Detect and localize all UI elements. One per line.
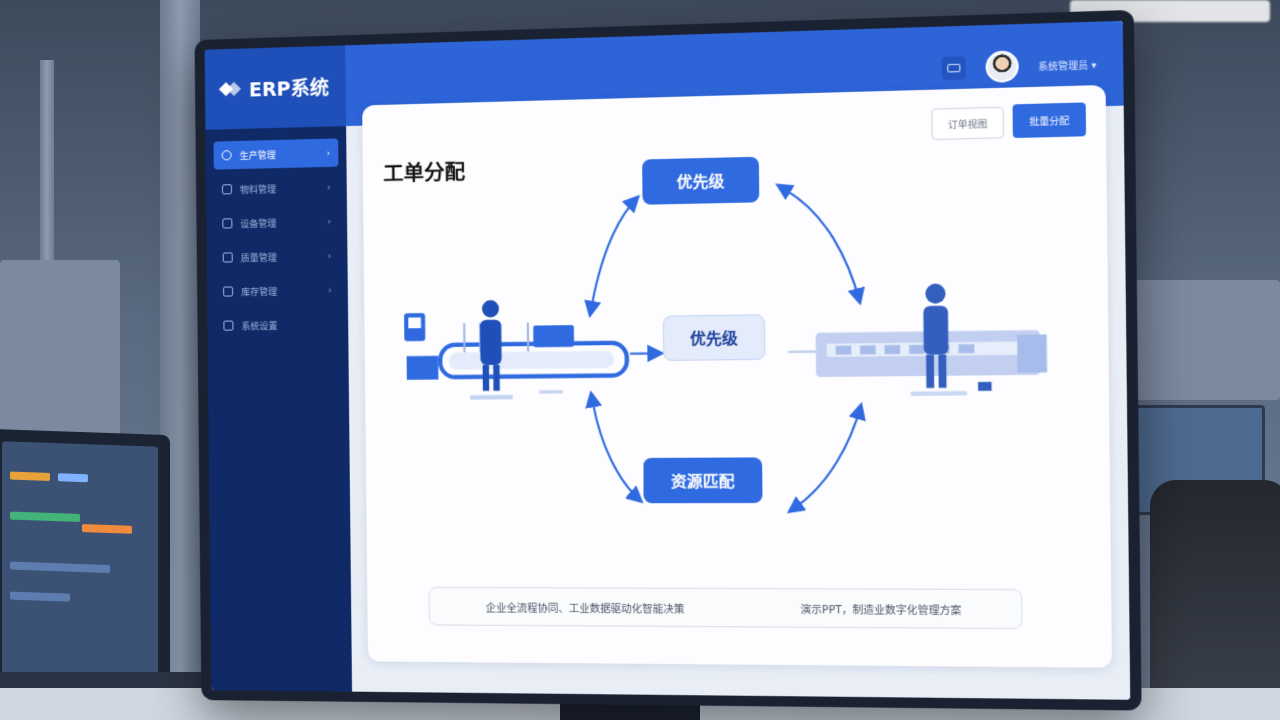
footer-right-text: 演示PPT，制造业数字化管理方案 xyxy=(800,604,962,617)
sidebar-item-label: 物料管理 xyxy=(239,184,277,196)
node-priority-center[interactable]: 优先级 xyxy=(662,314,766,361)
left-conveyor-machine xyxy=(404,300,627,400)
app-title: ERP系统 xyxy=(248,76,330,102)
grid-icon xyxy=(223,286,234,297)
logo-icon xyxy=(218,78,243,101)
refresh-icon xyxy=(221,150,232,161)
monitor: ERP系统 生产管理 › 物料管理 › 设备管理 › xyxy=(195,10,1142,711)
settings-icon xyxy=(223,320,234,331)
chevron-right-icon: › xyxy=(327,216,331,226)
chevron-right-icon: › xyxy=(326,148,331,158)
sidebar-item-label: 库存管理 xyxy=(241,287,278,298)
message-icon xyxy=(946,63,961,73)
box-icon xyxy=(221,184,233,195)
arrow-top-left xyxy=(591,198,638,305)
erp-screen: ERP系统 生产管理 › 物料管理 › 设备管理 › xyxy=(205,21,1131,700)
laptop xyxy=(0,428,170,696)
sidebar-nav: 生产管理 › 物料管理 › 设备管理 › 质量管理 › xyxy=(205,126,348,352)
username[interactable]: 系统管理员 ▾ xyxy=(1038,60,1097,73)
content-card: 工单分配 订单视图 批量分配 xyxy=(362,85,1112,668)
chevron-right-icon: › xyxy=(327,251,332,261)
arrow-top-right xyxy=(786,189,859,303)
arrow-bottom-left xyxy=(593,403,640,501)
lock-icon xyxy=(222,218,233,229)
document-icon xyxy=(222,252,233,263)
sidebar-item-label: 质量管理 xyxy=(240,253,277,264)
right-conveyor-machine xyxy=(815,283,1048,396)
sidebar-item-settings[interactable]: 系统设置 xyxy=(215,310,340,340)
arrow-bottom-right xyxy=(797,406,862,505)
sidebar-item-production[interactable]: 生产管理 › xyxy=(213,138,339,170)
chevron-right-icon: › xyxy=(327,182,331,192)
footer-left-text: 企业全流程协同、工业数据驱动化智能决策 xyxy=(485,602,685,616)
node-priority-top[interactable]: 优先级 xyxy=(642,156,760,205)
office-chair xyxy=(1150,480,1280,720)
logo: ERP系统 xyxy=(204,45,347,130)
sidebar-item-quality[interactable]: 质量管理 › xyxy=(215,241,340,271)
workflow-diagram xyxy=(362,85,1112,668)
avatar[interactable] xyxy=(985,50,1019,83)
sidebar-item-label: 生产管理 xyxy=(239,150,276,162)
sidebar-item-label: 设备管理 xyxy=(240,218,277,230)
main-area: 系统管理员 ▾ 工单分配 订单视图 批量分配 xyxy=(345,21,1130,700)
sidebar-item-inventory[interactable]: 库存管理 › xyxy=(215,276,340,306)
footer-note: 企业全流程协同、工业数据驱动化智能决策 演示PPT，制造业数字化管理方案 xyxy=(428,586,1023,630)
sidebar-item-label: 系统设置 xyxy=(241,321,278,332)
notification-button[interactable] xyxy=(941,56,966,81)
sidebar-item-materials[interactable]: 物料管理 › xyxy=(214,173,339,204)
sidebar-item-equipment[interactable]: 设备管理 › xyxy=(214,207,339,238)
node-resource-match[interactable]: 资源匹配 xyxy=(643,457,763,504)
sidebar: ERP系统 生产管理 › 物料管理 › 设备管理 › xyxy=(204,45,353,692)
chevron-right-icon: › xyxy=(328,285,332,295)
